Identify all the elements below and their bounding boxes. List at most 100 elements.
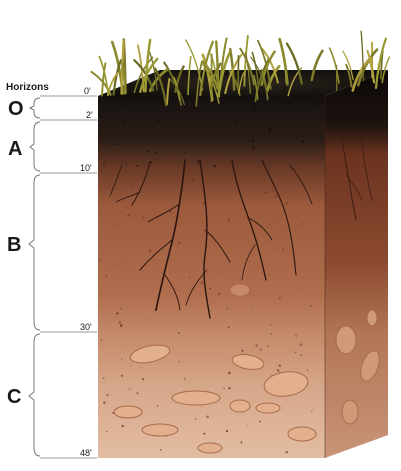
soil-speck xyxy=(122,425,124,427)
horizon-o-label: O xyxy=(8,98,24,120)
rock xyxy=(336,326,356,354)
soil-speck xyxy=(158,119,160,121)
soil-speck xyxy=(201,282,203,284)
soil-speck xyxy=(226,423,227,424)
soil-speck xyxy=(297,184,299,186)
soil-speck xyxy=(121,375,123,377)
horizon-c-label: C xyxy=(7,386,21,408)
rock xyxy=(367,310,377,326)
soil-speck xyxy=(286,133,287,134)
soil-speck xyxy=(236,121,238,123)
soil-speck xyxy=(105,175,106,176)
soil-speck xyxy=(226,308,227,309)
soil-speck xyxy=(119,224,120,225)
soil-speck xyxy=(269,224,270,225)
soil-speck xyxy=(157,405,159,407)
soil-speck xyxy=(122,245,123,246)
soil-speck xyxy=(120,275,121,276)
soil-speck xyxy=(153,158,154,159)
soil-speck xyxy=(311,410,313,412)
soil-speck xyxy=(214,165,216,167)
soil-speck xyxy=(300,343,302,345)
soil-speck xyxy=(106,275,108,277)
soil-speck xyxy=(267,346,268,347)
soil-speck xyxy=(130,365,131,366)
soil-speck xyxy=(282,248,284,250)
soil-speck xyxy=(129,388,131,390)
soil-speck xyxy=(286,451,288,453)
soil-speck xyxy=(252,162,253,163)
soil-speck xyxy=(259,421,261,423)
soil-speck xyxy=(251,350,252,351)
soil-speck xyxy=(230,123,231,124)
soil-speck xyxy=(121,358,122,359)
soil-speck xyxy=(269,128,272,131)
soil-speck xyxy=(127,215,128,216)
soil-speck xyxy=(302,223,304,225)
rock xyxy=(256,403,280,413)
soil-speck xyxy=(278,371,279,372)
soil-speck xyxy=(178,332,180,334)
soil-speck xyxy=(252,310,253,311)
soil-speck xyxy=(279,364,281,366)
bracket-o xyxy=(30,98,40,118)
soil-speck xyxy=(253,106,255,108)
soil-speck xyxy=(226,430,228,432)
soil-speck xyxy=(273,189,275,191)
soil-speck xyxy=(185,379,186,380)
soil-speck xyxy=(276,247,278,249)
soil-speck xyxy=(202,406,203,407)
soil-speck xyxy=(228,326,230,328)
soil-speck xyxy=(249,133,251,135)
soil-speck xyxy=(136,165,138,167)
soil-speck xyxy=(121,212,122,213)
soil-speck xyxy=(300,354,302,356)
soil-speck xyxy=(283,124,285,126)
soil-speck xyxy=(122,121,124,123)
soil-speck xyxy=(314,102,316,104)
soil-speck xyxy=(126,104,128,106)
soil-speck xyxy=(183,152,184,153)
soil-speck xyxy=(125,163,127,165)
soil-speck xyxy=(247,425,248,426)
soil-speck xyxy=(164,155,165,156)
soil-speck xyxy=(142,378,144,380)
soil-speck xyxy=(252,146,254,148)
soil-speck xyxy=(115,264,116,265)
soil-speck xyxy=(264,177,265,178)
soil-speck xyxy=(160,272,161,273)
horizons-heading: Horizons xyxy=(6,82,49,93)
soil-speck xyxy=(184,378,186,380)
soil-speck xyxy=(103,164,104,165)
soil-speck xyxy=(195,418,197,420)
soil-speck xyxy=(241,350,243,352)
soil-speck xyxy=(306,180,307,181)
soil-speck xyxy=(313,409,314,410)
soil-speck xyxy=(197,162,199,164)
horizon-legend: Horizons O A B C 0' 2' 10' 30' 48' xyxy=(6,82,97,458)
soil-speck xyxy=(114,143,116,145)
soil-speck xyxy=(137,392,139,394)
horizon-a-label: A xyxy=(8,138,22,160)
soil-speck xyxy=(240,441,242,443)
soil-speck xyxy=(277,369,279,371)
soil-speck xyxy=(301,287,302,288)
soil-speck xyxy=(119,321,121,323)
soil-speck xyxy=(103,378,105,380)
soil-speck xyxy=(134,280,135,281)
soil-speck xyxy=(308,153,309,154)
soil-speck xyxy=(275,195,277,197)
rock xyxy=(142,424,178,436)
soil-speck xyxy=(116,312,118,314)
soil-speck xyxy=(228,372,231,375)
soil-speck xyxy=(220,272,221,273)
depth-label-30: 30' xyxy=(80,322,92,332)
soil-speck xyxy=(231,101,232,102)
soil-speck xyxy=(132,216,133,217)
soil-speck xyxy=(106,394,109,397)
soil-speck xyxy=(247,172,250,175)
soil-speck xyxy=(310,305,312,307)
soil-speck xyxy=(246,126,247,127)
soil-speck xyxy=(260,349,263,352)
